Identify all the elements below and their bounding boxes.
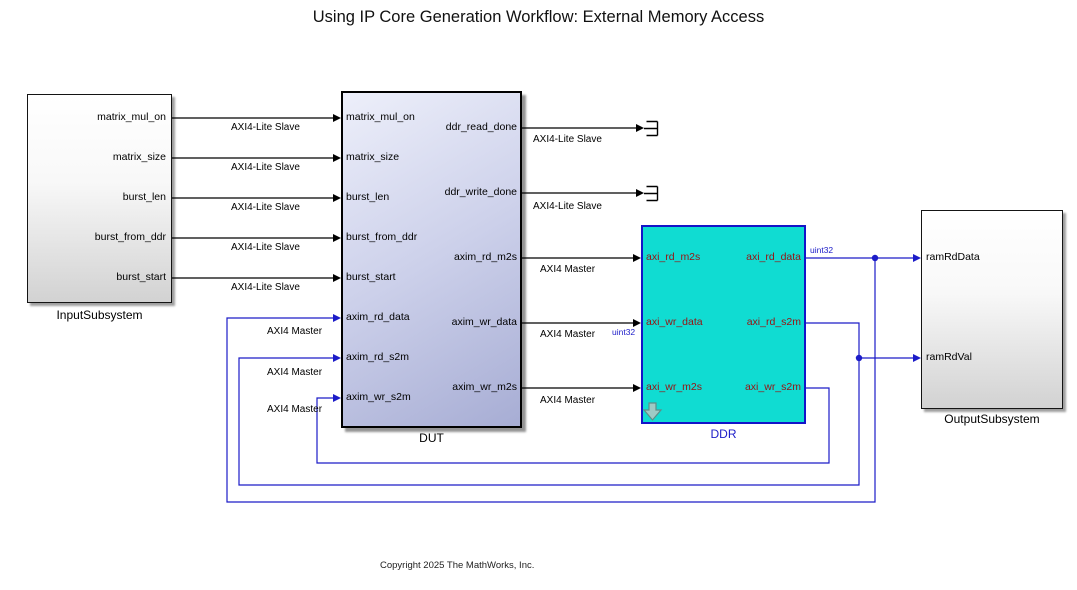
input-subsystem-block[interactable]: [27, 94, 172, 303]
arrowhead-icon: [636, 189, 644, 197]
arrowhead-icon: [333, 114, 341, 122]
port-label: axi_rd_m2s: [646, 251, 701, 263]
port-label: axi_rd_s2m: [746, 316, 801, 328]
signal-label-axi4-master: AXI4 Master: [540, 329, 596, 340]
down-arrow-badge-icon: [642, 402, 663, 421]
wire-axi-rd-data-feedback: [226, 258, 876, 503]
terminator-icon: [644, 185, 659, 202]
port-label: burst_len: [346, 191, 390, 203]
black-arrowheads: [333, 114, 644, 392]
datatype-label-uint32: uint32: [810, 245, 834, 255]
junction-dot: [855, 354, 863, 362]
signal-label-axi4-lite: AXI4-Lite Slave: [231, 162, 300, 173]
port-label: axim_rd_s2m: [346, 351, 410, 363]
junction-dot: [871, 254, 879, 262]
terminator-icon: [644, 120, 659, 137]
arrowhead-icon: [913, 254, 921, 262]
port-label: axim_wr_s2m: [346, 391, 411, 403]
wire-group-blue[interactable]: [226, 257, 913, 503]
signal-label-axi4-master: AXI4 Master: [540, 264, 596, 275]
port-label: burst_len: [122, 191, 166, 203]
port-label: axim_rd_data: [346, 311, 410, 323]
arrowhead-icon: [333, 274, 341, 282]
ddr-block[interactable]: [641, 225, 806, 424]
port-label: burst_start: [346, 271, 396, 283]
arrowhead-icon: [913, 354, 921, 362]
signal-label-axi4-lite: AXI4-Lite Slave: [533, 134, 602, 145]
port-label: ramRdVal: [926, 351, 972, 363]
dut-block[interactable]: [341, 91, 522, 428]
port-label: matrix_size: [346, 151, 400, 163]
arrowhead-icon: [633, 254, 641, 262]
port-label: axi_wr_data: [646, 316, 703, 328]
port-label: axi_rd_data: [746, 251, 801, 263]
port-label: burst_start: [116, 271, 166, 283]
signal-label-axi4-lite: AXI4-Lite Slave: [231, 122, 300, 133]
port-label: ramRdData: [926, 251, 980, 263]
signal-label-axi4-master: AXI4 Master: [267, 326, 323, 337]
port-label: axim_wr_data: [451, 316, 517, 328]
dut-label: DUT: [419, 431, 444, 445]
output-subsystem-block[interactable]: [921, 210, 1063, 409]
signal-label-axi4-master: AXI4 Master: [267, 367, 323, 378]
blue-arrowheads: [333, 254, 921, 402]
ddr-label: DDR: [710, 427, 737, 441]
arrowhead-icon: [333, 194, 341, 202]
port-label: ddr_read_done: [445, 121, 517, 133]
output-subsystem-label: OutputSubsystem: [944, 412, 1040, 426]
signal-label-axi4-lite: AXI4-Lite Slave: [231, 242, 300, 253]
arrowhead-icon: [636, 124, 644, 132]
port-label: axim_rd_m2s: [453, 251, 517, 263]
input-subsystem-label: InputSubsystem: [56, 308, 143, 322]
signal-label-axi4-master: AXI4 Master: [540, 395, 596, 406]
port-label: axim_wr_m2s: [452, 381, 517, 393]
signal-label-axi4-lite: AXI4-Lite Slave: [231, 282, 300, 293]
signal-label-axi4-lite: AXI4-Lite Slave: [533, 201, 602, 212]
port-label: matrix_mul_on: [346, 111, 415, 123]
terminator-block-write-done[interactable]: [644, 185, 659, 202]
arrowhead-icon: [333, 154, 341, 162]
port-label: axi_wr_s2m: [744, 381, 801, 393]
arrowhead-icon: [333, 394, 341, 402]
port-label: matrix_size: [112, 151, 166, 163]
port-label: axi_wr_m2s: [646, 381, 703, 393]
signal-label-axi4-lite: AXI4-Lite Slave: [231, 202, 300, 213]
port-label: matrix_mul_on: [97, 111, 166, 123]
model-title: Using IP Core Generation Workflow: Exter…: [312, 8, 765, 26]
arrowhead-icon: [333, 354, 341, 362]
wire-axi-rd-s2m-feedback: [238, 322, 860, 486]
terminator-block-read-done[interactable]: [644, 120, 659, 137]
port-label: burst_from_ddr: [346, 231, 418, 243]
wire-axi-wr-s2m-feedback: [316, 387, 830, 464]
port-label: ddr_write_done: [444, 186, 517, 198]
datatype-label-uint32: uint32: [612, 327, 636, 337]
arrowhead-icon: [333, 234, 341, 242]
port-label: burst_from_ddr: [94, 231, 166, 243]
arrowhead-icon: [333, 314, 341, 322]
arrowhead-icon: [633, 384, 641, 392]
arrowhead-icon: [633, 319, 641, 327]
wire-group-axi4-lite[interactable]: [172, 117, 637, 389]
signal-label-axi4-master: AXI4 Master: [267, 404, 323, 415]
copyright-annotation: Copyright 2025 The MathWorks, Inc.: [380, 560, 535, 571]
